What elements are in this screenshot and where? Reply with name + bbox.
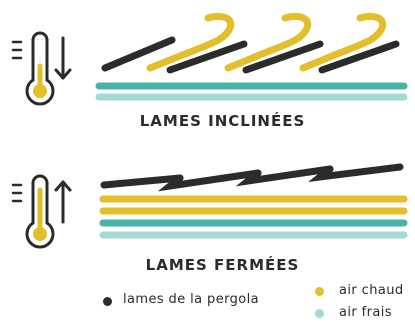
thermometer-icon — [11, 174, 55, 249]
legend-dot-cool-air — [315, 309, 324, 318]
legend-label-warm-air: air chaud — [339, 283, 404, 298]
legend-label-cool-air: air frais — [339, 305, 392, 320]
air-bands-bottom — [99, 195, 408, 239]
pergola-slats-inclined — [101, 36, 400, 74]
section-label-inclined: LAMES INCLINÉES — [139, 112, 306, 130]
thermometer-icon — [11, 31, 55, 106]
warm-air-flow — [146, 12, 387, 72]
air-bands-top — [95, 82, 408, 101]
pergola-slats-closed — [100, 163, 404, 192]
legend-dot-slats — [103, 297, 112, 306]
legend-dot-warm-air — [315, 287, 324, 296]
section-label-closed: LAMES FERMÉES — [145, 256, 300, 274]
legend-label-slats: lames de la pergola — [123, 292, 259, 307]
arrow-up-icon — [54, 180, 72, 224]
arrow-down-icon — [54, 36, 72, 80]
